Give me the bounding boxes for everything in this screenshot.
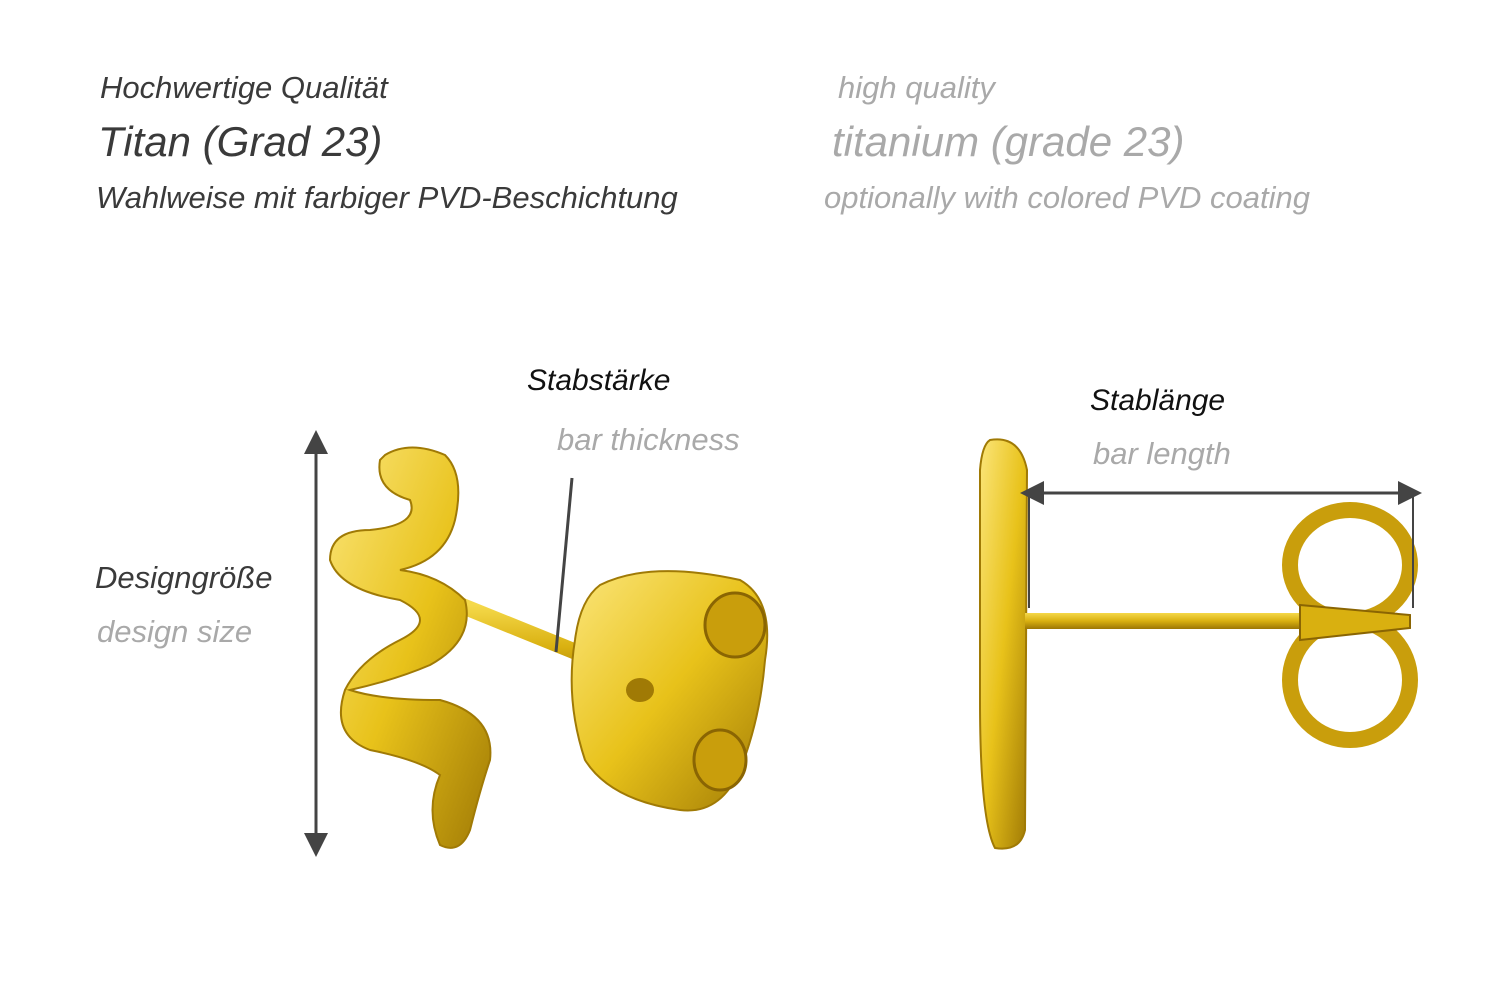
design-size-label-en: design size bbox=[97, 614, 253, 649]
design-size-label-de: Designgröße bbox=[95, 560, 273, 595]
snake-design bbox=[328, 446, 492, 849]
coating-de: Wahlweise mit farbiger PVD-Beschichtung bbox=[96, 180, 678, 215]
quality-en: high quality bbox=[838, 70, 995, 105]
bar-thickness-label-de: Stabstärke bbox=[527, 364, 671, 397]
bar-length-label-en: bar length bbox=[1093, 436, 1231, 471]
material-en: titanium (grade 23) bbox=[832, 118, 1185, 165]
earring-front-side bbox=[979, 438, 1029, 850]
quality-de: Hochwertige Qualität bbox=[100, 70, 388, 105]
earring-bar-side bbox=[1025, 613, 1315, 629]
coating-en: optionally with colored PVD coating bbox=[824, 180, 1310, 215]
material-de: Titan (Grad 23) bbox=[98, 118, 383, 165]
bar-thickness-label-en: bar thickness bbox=[557, 422, 740, 457]
bar-length-label-de: Stablänge bbox=[1090, 384, 1226, 417]
bar-thickness-pointer bbox=[554, 477, 574, 653]
